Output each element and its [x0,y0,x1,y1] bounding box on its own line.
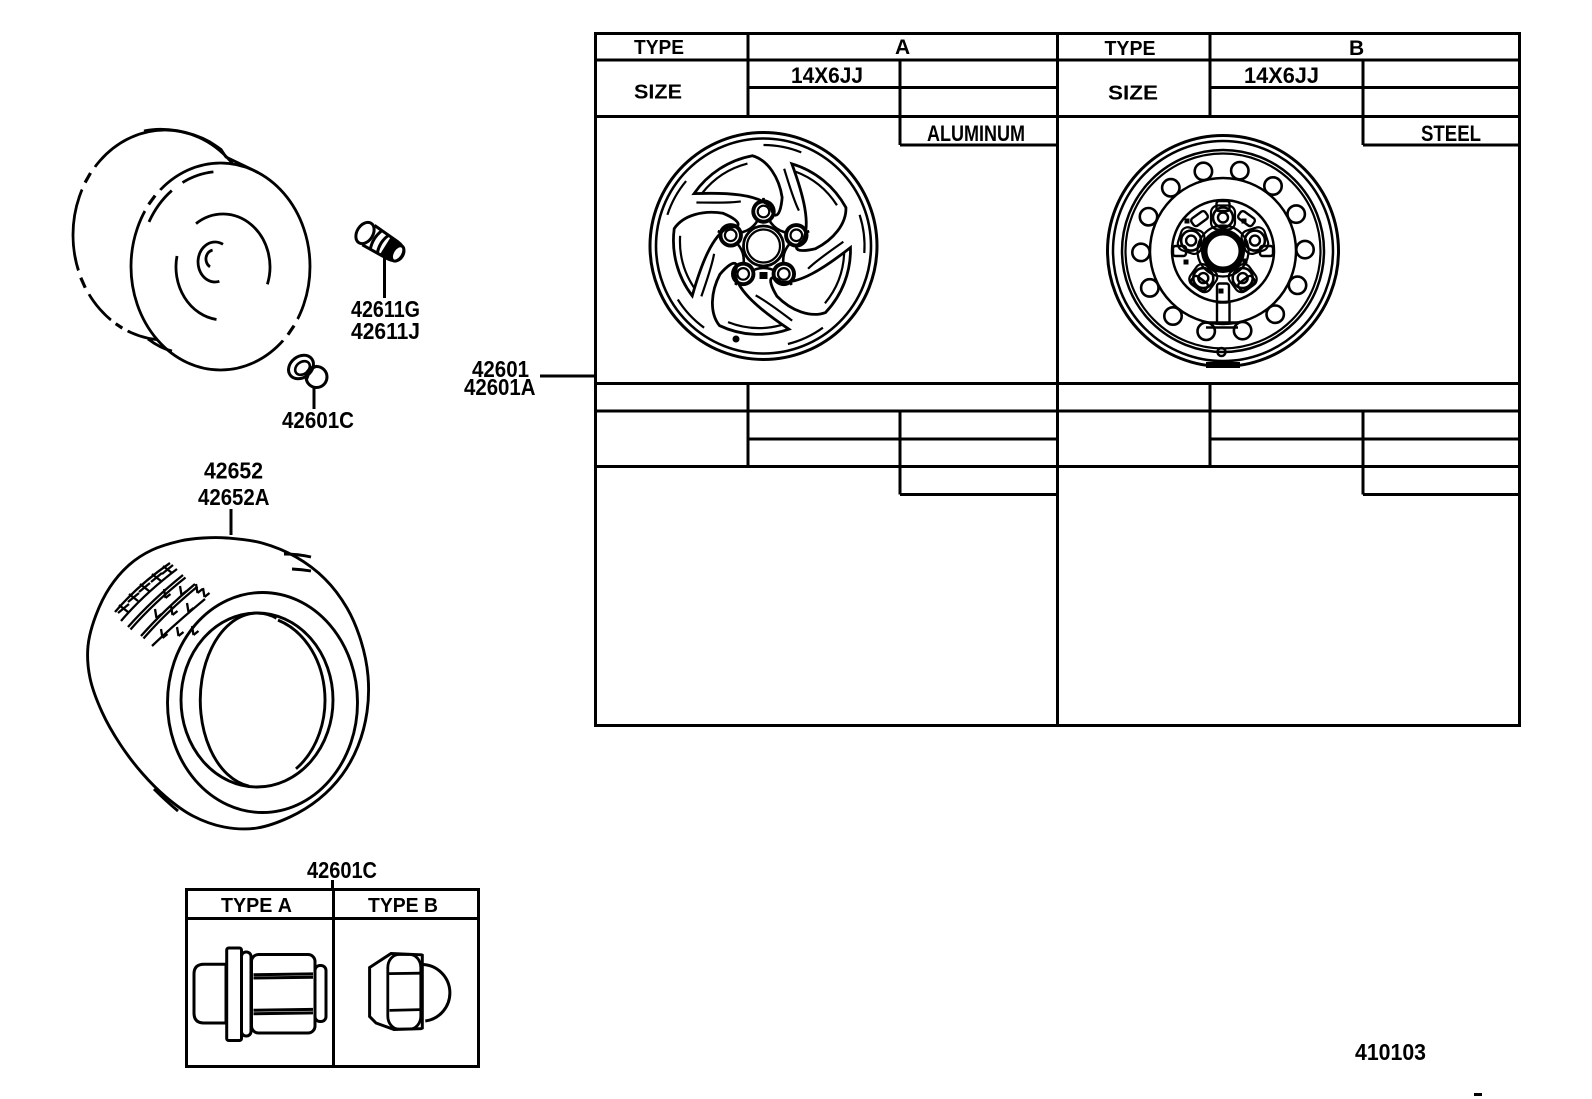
svg-text:14X6JJ: 14X6JJ [791,63,863,88]
svg-text:42601C: 42601C [307,857,377,883]
svg-text:SIZE: SIZE [634,82,682,104]
svg-text:42611J: 42611J [351,318,420,344]
svg-text:42611G: 42611G [351,296,420,322]
svg-text:42652A: 42652A [198,484,270,510]
svg-text:ALUMINUM: ALUMINUM [927,121,1025,146]
svg-text:42601: 42601 [472,356,529,382]
svg-text:TYPE: TYPE [634,37,684,59]
svg-text:410103: 410103 [1355,1039,1426,1065]
svg-text:STEEL: STEEL [1421,121,1481,146]
svg-text:42652: 42652 [204,458,263,484]
svg-text:42601C: 42601C [282,407,354,433]
svg-text:42601A: 42601A [464,374,536,400]
svg-text:TYPE B: TYPE B [368,895,438,917]
svg-text:B: B [1349,37,1364,60]
svg-text:SIZE: SIZE [1108,83,1158,105]
svg-text:A: A [895,36,910,59]
svg-text:14X6JJ: 14X6JJ [1244,63,1319,88]
svg-text:TYPE A: TYPE A [221,895,292,917]
svg-text:TYPE: TYPE [1105,38,1156,60]
